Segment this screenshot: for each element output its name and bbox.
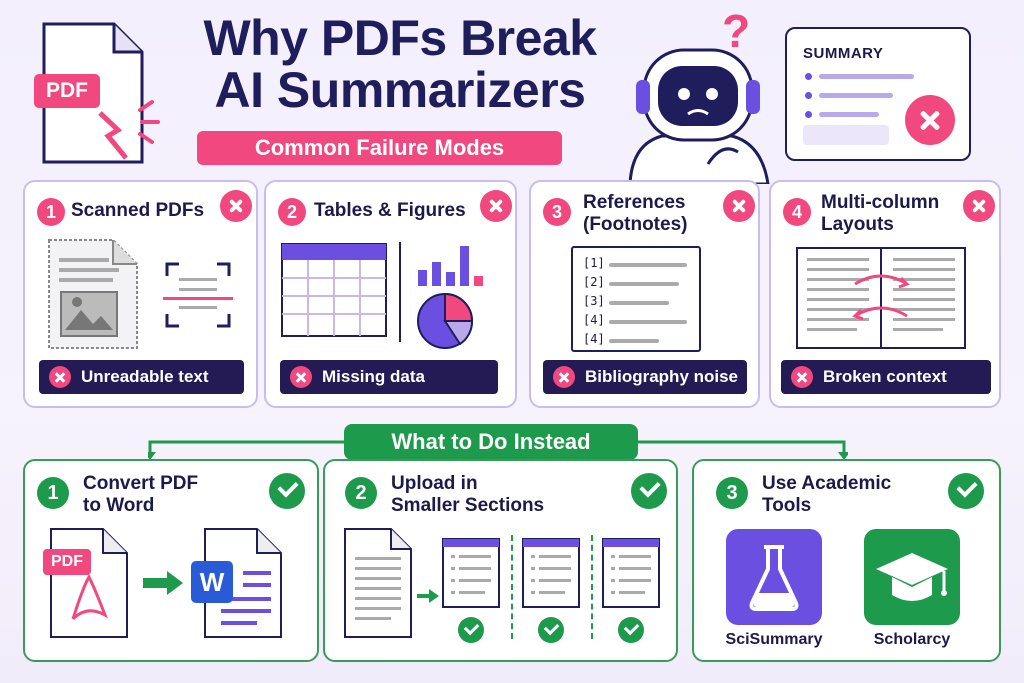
card-title-line-2: Layouts bbox=[821, 214, 894, 235]
instead-pill: What to Do Instead bbox=[344, 424, 638, 460]
ref-item: [3] bbox=[583, 294, 605, 308]
close-icon bbox=[220, 190, 252, 222]
number-badge: 2 bbox=[345, 477, 377, 509]
table-icon bbox=[280, 242, 388, 338]
tool-label-scisummary: SciSummary bbox=[725, 631, 823, 648]
scanned-document-icon bbox=[47, 238, 139, 350]
pdf-badge: PDF bbox=[34, 74, 100, 108]
issue-bar: Bibliography noise bbox=[543, 360, 747, 394]
error-icon bbox=[49, 366, 71, 388]
scholarcy-cap-icon[interactable] bbox=[864, 529, 960, 625]
failure-card-multicolumn: 4 Multi-column Layouts Broken context bbox=[769, 180, 1001, 408]
close-icon bbox=[723, 190, 755, 222]
title-line-2: AI Summarizers bbox=[214, 62, 586, 118]
card-title: Upload in Smaller Sections bbox=[391, 473, 544, 517]
pdf-label: PDF bbox=[43, 549, 91, 575]
two-column-layout-icon bbox=[795, 246, 967, 350]
section-icon bbox=[521, 537, 581, 609]
card-title-line-2: Smaller Sections bbox=[391, 495, 545, 516]
issue-bar: Unreadable text bbox=[39, 360, 244, 394]
page-title: Why PDFs Break AI Summarizers bbox=[170, 12, 630, 116]
failure-card-tables: 2 Tables & Figures Missing data bbox=[264, 180, 517, 408]
title-line-1: Why PDFs Break bbox=[203, 10, 597, 66]
tool-label-scholarcy: Scholarcy bbox=[873, 631, 951, 648]
close-icon bbox=[480, 190, 512, 222]
close-icon bbox=[963, 190, 995, 222]
summary-panel: SUMMARY bbox=[785, 27, 971, 161]
check-icon bbox=[458, 617, 484, 643]
question-mark: ? bbox=[722, 5, 751, 57]
solution-card-upload: 2 Upload in Smaller Sections bbox=[323, 459, 678, 662]
full-document-icon bbox=[343, 527, 413, 639]
arrow-right-icon bbox=[141, 569, 185, 597]
issue-text: Broken context bbox=[823, 367, 947, 386]
number-badge: 4 bbox=[783, 198, 811, 226]
check-icon bbox=[631, 473, 667, 509]
card-title-line-1: Multi-column bbox=[821, 192, 940, 213]
number-badge: 3 bbox=[543, 198, 571, 226]
check-icon bbox=[538, 617, 564, 643]
pie-chart-icon bbox=[416, 292, 474, 350]
check-icon bbox=[269, 473, 305, 509]
scan-frame-icon bbox=[163, 260, 233, 330]
card-title: Use Academic Tools bbox=[762, 473, 891, 517]
confused-robot-icon: ? bbox=[612, 5, 782, 186]
reference-list: [1] [2] [3] [4] [4] bbox=[571, 246, 701, 352]
issue-bar: Missing data bbox=[280, 360, 498, 394]
summary-error-icon bbox=[905, 95, 955, 145]
error-icon bbox=[791, 366, 813, 388]
card-title: References (Footnotes) bbox=[583, 192, 687, 236]
card-title: Multi-column Layouts bbox=[821, 192, 939, 236]
solution-card-convert: 1 Convert PDF to Word PDF W bbox=[23, 459, 319, 662]
card-title-line-2: Tools bbox=[762, 495, 812, 516]
pdf-broken-icon: PDF bbox=[30, 18, 170, 168]
ref-item: [4] bbox=[583, 332, 605, 346]
card-title: Tables & Figures bbox=[314, 200, 466, 221]
number-badge: 3 bbox=[716, 477, 748, 509]
ref-item: [2] bbox=[583, 275, 605, 289]
card-title-line-1: Use Academic bbox=[762, 473, 892, 494]
summary-title: SUMMARY bbox=[803, 45, 884, 62]
arrow-right-icon bbox=[417, 589, 439, 603]
word-file-icon: W bbox=[191, 527, 283, 639]
number-badge: 2 bbox=[278, 198, 306, 226]
ref-item: [1] bbox=[583, 256, 605, 270]
card-title: Convert PDF to Word bbox=[83, 473, 198, 517]
bar-chart-icon bbox=[416, 242, 488, 288]
word-label: W bbox=[191, 561, 233, 603]
card-title: Scanned PDFs bbox=[71, 200, 205, 221]
error-icon bbox=[553, 366, 575, 388]
section-icon bbox=[601, 537, 661, 609]
issue-bar: Broken context bbox=[781, 360, 991, 394]
issue-text: Bibliography noise bbox=[585, 367, 739, 386]
scisummary-flask-icon[interactable] bbox=[726, 529, 822, 625]
number-badge: 1 bbox=[37, 477, 69, 509]
number-badge: 1 bbox=[37, 198, 65, 226]
card-title-line-1: References bbox=[583, 192, 686, 213]
solution-card-tools: 3 Use Academic Tools SciSummary Scholarc… bbox=[692, 459, 1001, 662]
check-icon bbox=[618, 617, 644, 643]
issue-text: Missing data bbox=[322, 367, 425, 386]
pdf-file-icon: PDF bbox=[43, 527, 129, 639]
failure-card-scanned: 1 Scanned PDFs Unreadable text bbox=[23, 180, 258, 408]
issue-text: Unreadable text bbox=[81, 367, 209, 386]
subtitle-pill: Common Failure Modes bbox=[197, 131, 562, 165]
card-title-line-1: Convert PDF bbox=[83, 473, 199, 494]
card-title-line-2: to Word bbox=[83, 495, 155, 516]
section-icon bbox=[441, 537, 501, 609]
card-title-line-2: (Footnotes) bbox=[583, 214, 688, 235]
ref-item: [4] bbox=[583, 313, 605, 327]
card-title-line-1: Upload in bbox=[391, 473, 478, 494]
failure-card-references: 3 References (Footnotes) [1] [2] [3] [4]… bbox=[529, 180, 760, 408]
check-icon bbox=[948, 473, 984, 509]
error-icon bbox=[290, 366, 312, 388]
